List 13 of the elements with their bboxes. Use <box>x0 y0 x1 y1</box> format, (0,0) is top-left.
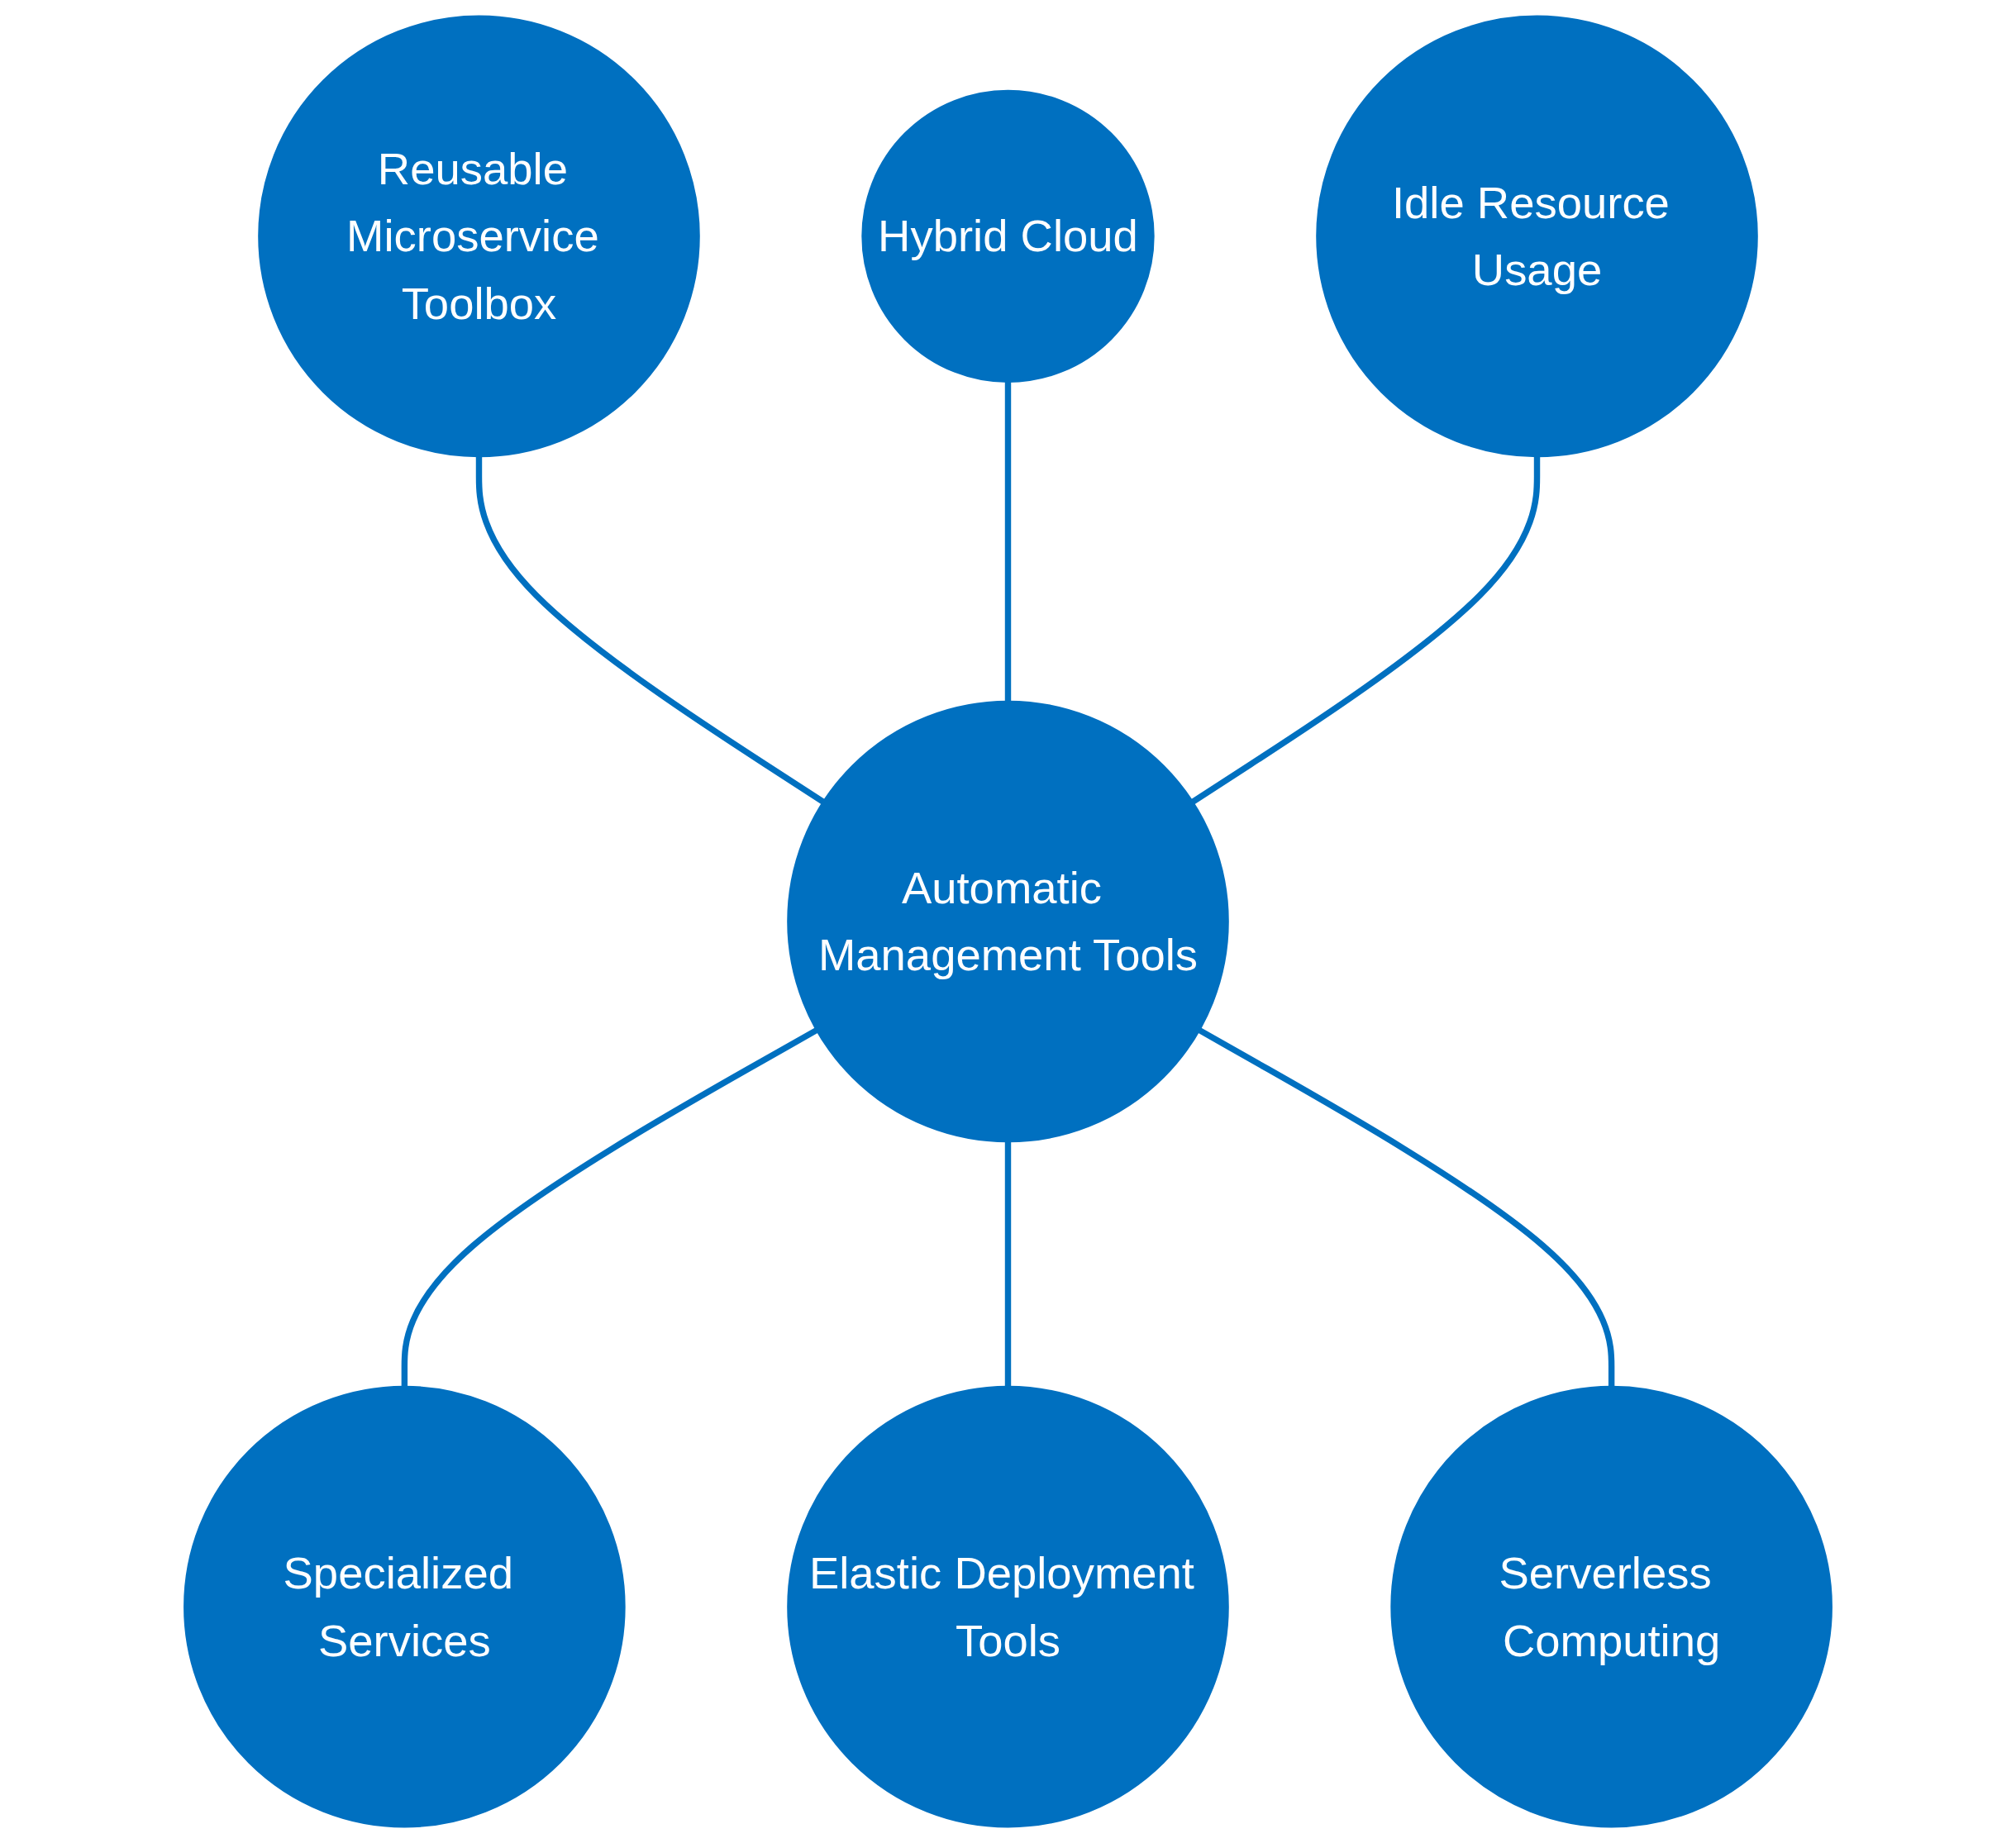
node-circle: Serverless Computing <box>1390 1385 1833 1828</box>
node-circle: Elastic Deployment Tools <box>787 1385 1229 1828</box>
node-circle: Automatic Management Tools <box>787 700 1229 1143</box>
connector <box>475 455 826 805</box>
node-circle: Hybrid Cloud <box>861 89 1155 383</box>
node-circle: Reusable Microservice Toolbox <box>258 15 700 458</box>
node-circle: Idle Resource Usage <box>1316 15 1758 458</box>
connector <box>1190 455 1541 805</box>
connector <box>401 1027 818 1388</box>
connector <box>1198 1027 1615 1388</box>
node-circle: Specialized Services <box>183 1385 626 1828</box>
connector <box>1004 381 1012 702</box>
connector <box>1004 1141 1012 1388</box>
